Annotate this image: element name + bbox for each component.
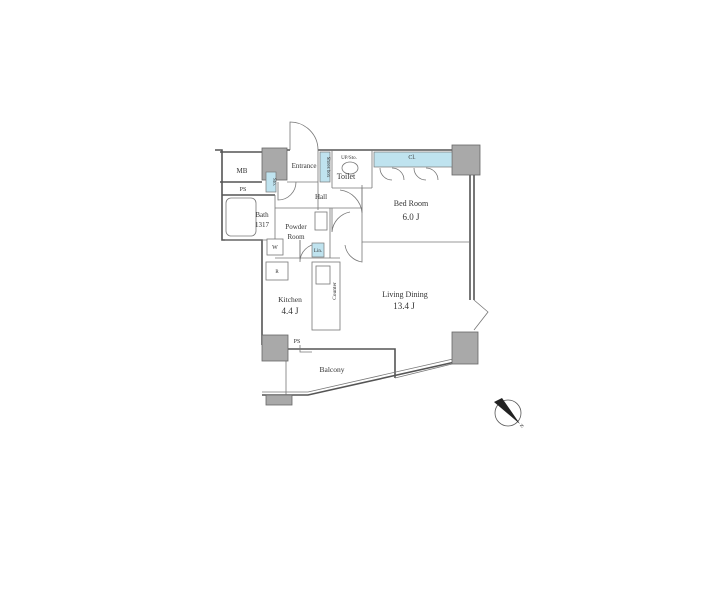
label-shoes-box: Shoes box bbox=[325, 157, 330, 178]
label-ps-bottom: PS bbox=[294, 339, 301, 345]
label-up-sto: UP/Sto. bbox=[341, 156, 357, 161]
label-bath-size: 1317 bbox=[255, 221, 270, 229]
label-washer: W bbox=[272, 245, 278, 251]
label-closet: Cl. bbox=[408, 155, 416, 161]
structural-columns bbox=[261, 144, 481, 406]
label-bed-room: Bed Room bbox=[394, 199, 429, 208]
label-linen: Lin. bbox=[314, 249, 322, 254]
label-bed-room-size: 6.0 J bbox=[402, 212, 420, 222]
label-kitchen-size: 4.4 J bbox=[281, 306, 299, 316]
label-balcony: Balcony bbox=[320, 365, 345, 374]
label-powder: Powder bbox=[285, 223, 307, 231]
label-bath: Bath bbox=[255, 211, 269, 219]
label-entrance: Entrance bbox=[292, 162, 317, 170]
label-kitchen: Kitchen bbox=[278, 295, 302, 304]
label-ps-top: PS bbox=[240, 187, 247, 193]
label-hall: Hall bbox=[315, 193, 327, 201]
label-room: Room bbox=[287, 233, 305, 241]
label-toilet: Toilet bbox=[337, 172, 356, 181]
label-counter: Counter bbox=[332, 282, 338, 300]
compass-icon: N bbox=[494, 398, 526, 430]
storage-areas bbox=[225, 151, 453, 331]
compass-north-label: N bbox=[520, 423, 526, 429]
label-sto: Sto. bbox=[271, 178, 276, 186]
label-living-dining: Living Dining bbox=[382, 290, 428, 299]
label-living-dining-size: 13.4 J bbox=[393, 301, 415, 311]
label-fridge: R bbox=[275, 270, 279, 275]
label-mb: MB bbox=[237, 167, 248, 175]
walls bbox=[215, 121, 489, 396]
